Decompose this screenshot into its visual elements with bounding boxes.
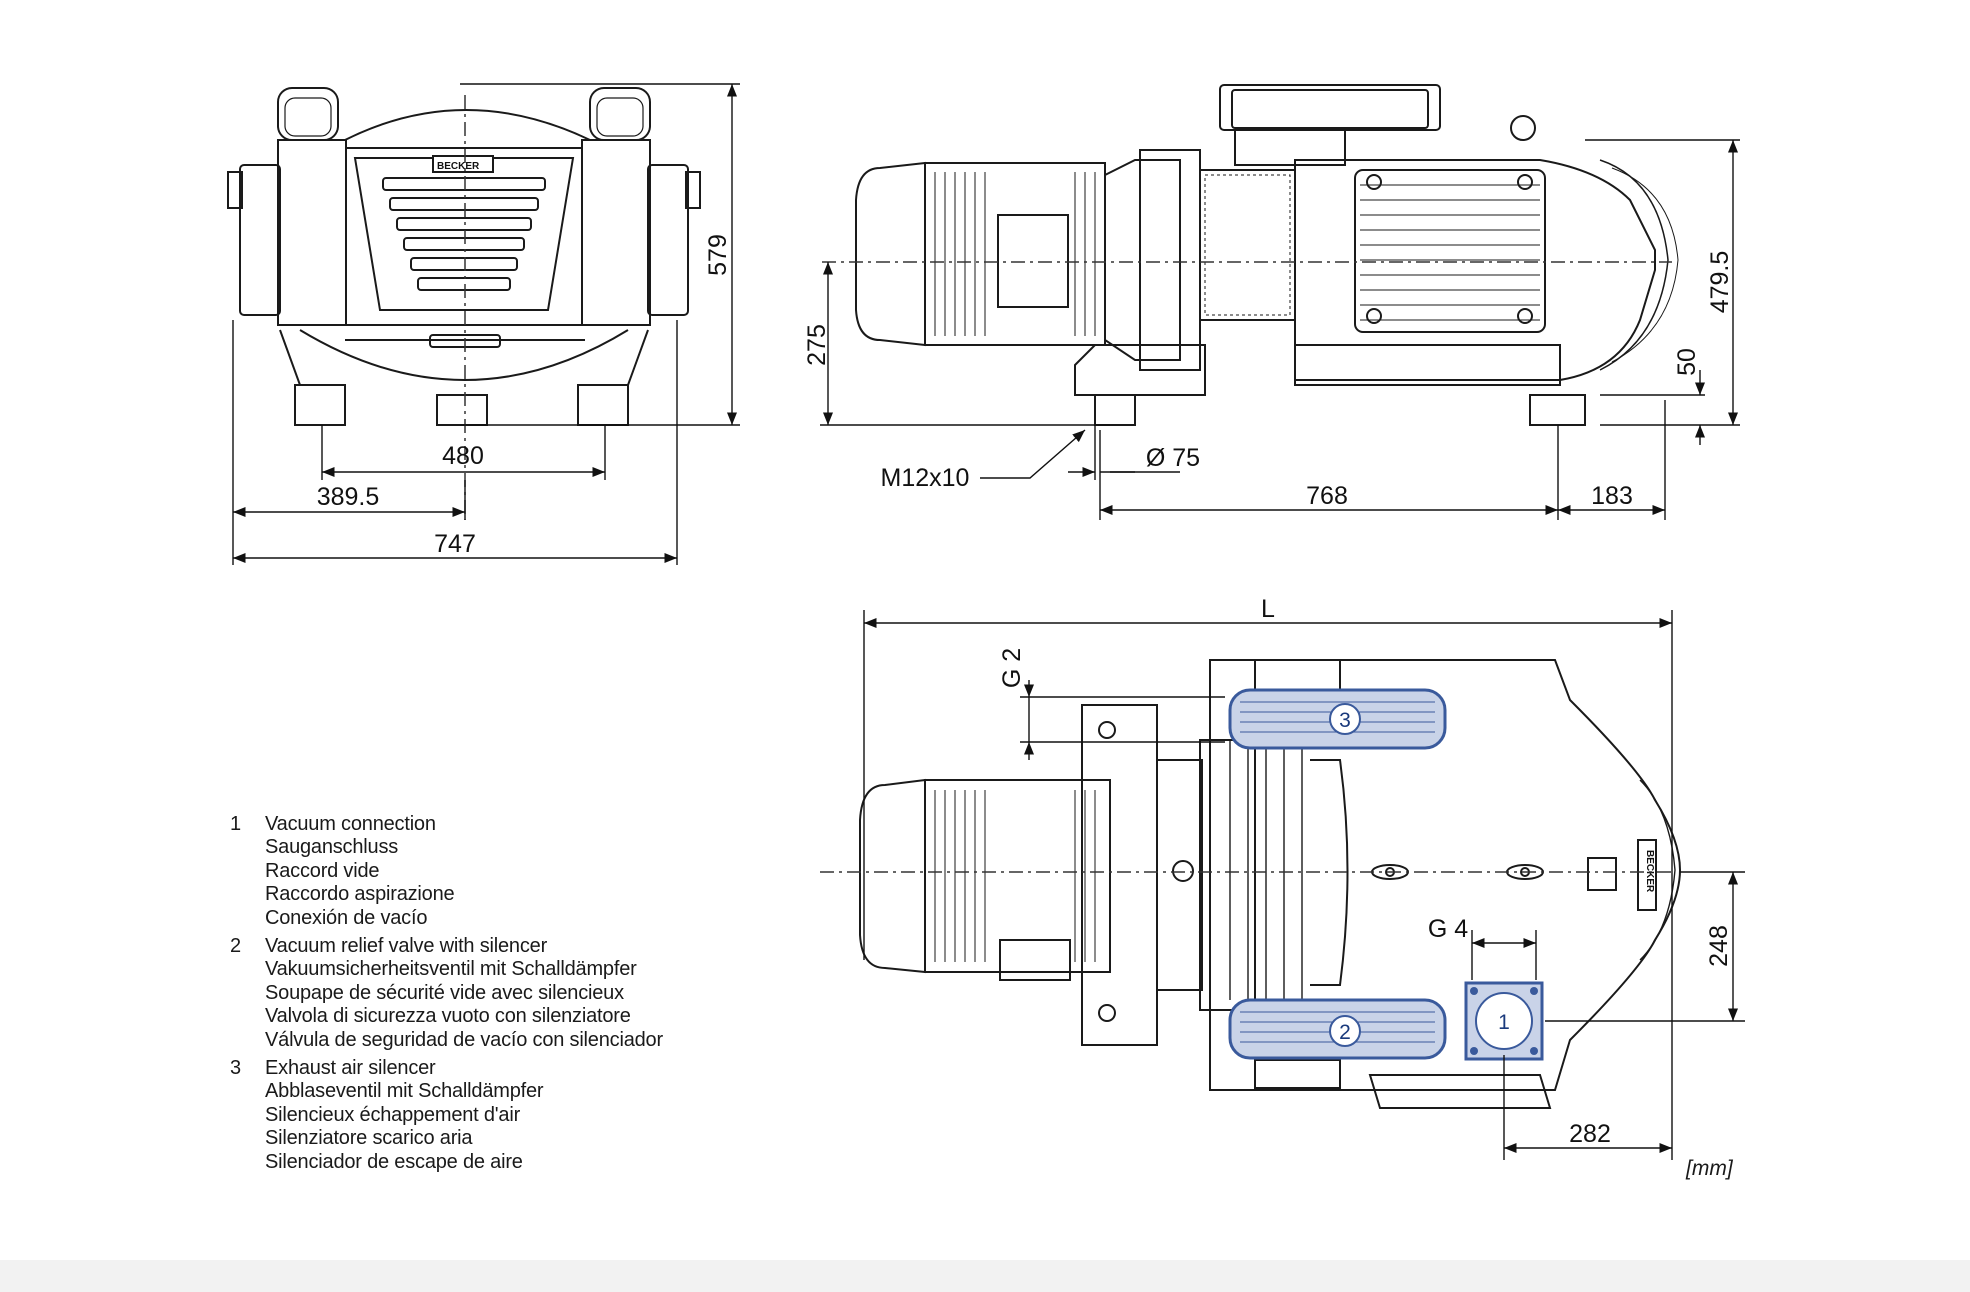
legend-line: Raccordo aspirazione [265, 883, 455, 906]
legend-number: 3 [230, 1057, 242, 1080]
dim-front-389: 389.5 [317, 483, 380, 511]
legend-line: Soupape de sécurité vide avec silencieux [265, 981, 624, 1004]
callout-1: 1 [1498, 1011, 1510, 1034]
legend-line: Vacuum relief valve with silencer [265, 935, 548, 958]
legend-line: Vakuumsicherheitsventil mit Schalldämpfe… [265, 958, 637, 981]
legend-line: Sauganschluss [265, 836, 399, 859]
legend: 1 Vacuum connection Sauganschluss Raccor… [230, 813, 663, 1179]
dim-top-282: 282 [1569, 1120, 1611, 1148]
legend-line: Conexión de vacío [265, 906, 428, 929]
legend-line: Silenziatore scarico aria [265, 1127, 473, 1150]
side-view [855, 84, 1679, 426]
front-dimensions [232, 83, 740, 565]
legend-number: 1 [230, 813, 242, 835]
dim-side-thread: M12x10 [881, 464, 970, 492]
legend-line: Abblaseventil mit Schalldämpfer [265, 1080, 544, 1103]
relief-valve-2 [1228, 998, 1447, 1060]
callout-2: 2 [1339, 1021, 1351, 1044]
dim-side-dia: Ø 75 [1146, 444, 1200, 472]
vacuum-connection-1 [1464, 981, 1544, 1061]
legend-item-3: 3 Exhaust air silencer Abblaseventil mit… [230, 1057, 663, 1174]
dim-top-G4: G 4 [1428, 915, 1468, 943]
dim-front-480: 480 [442, 442, 484, 470]
legend-line: Raccord vide [265, 859, 380, 882]
front-view: BECKER [227, 87, 701, 426]
top-dimensions [863, 610, 1745, 1160]
dim-side-768: 768 [1306, 482, 1348, 510]
callout-3: 3 [1339, 709, 1351, 732]
legend-line: Exhaust air silencer [265, 1057, 436, 1080]
dim-top-L: L [1261, 595, 1275, 623]
legend-item-2: 2 Vacuum relief valve with silencer Vaku… [230, 935, 663, 1052]
legend-line: Vacuum connection [265, 813, 436, 835]
dim-front-747: 747 [434, 530, 476, 558]
legend-item-1: 1 Vacuum connection Sauganschluss Raccor… [230, 813, 663, 930]
legend-number: 2 [230, 935, 242, 958]
dim-side-275: 275 [803, 324, 831, 366]
side-dimensions [820, 139, 1740, 520]
legend-line: Válvula de seguridad de vacío con silenc… [265, 1028, 663, 1051]
dim-top-G2: G 2 [998, 648, 1026, 688]
dim-side-183: 183 [1591, 482, 1633, 510]
silencer-3 [1228, 688, 1447, 750]
page-footer-band [0, 1260, 1970, 1292]
legend-line: Valvola di sicurezza vuoto con silenziat… [265, 1005, 631, 1028]
dim-side-50: 50 [1673, 348, 1701, 376]
dim-front-height: 579 [704, 234, 732, 276]
dim-top-248: 248 [1705, 925, 1733, 967]
unit-note: [mm] [1686, 1157, 1733, 1180]
front-brand-label: BECKER [437, 161, 480, 172]
legend-line: Silencieux échappement d'air [265, 1103, 521, 1126]
legend-line: Silenciador de escape de aire [265, 1150, 523, 1173]
dim-side-4795: 479.5 [1706, 251, 1734, 314]
